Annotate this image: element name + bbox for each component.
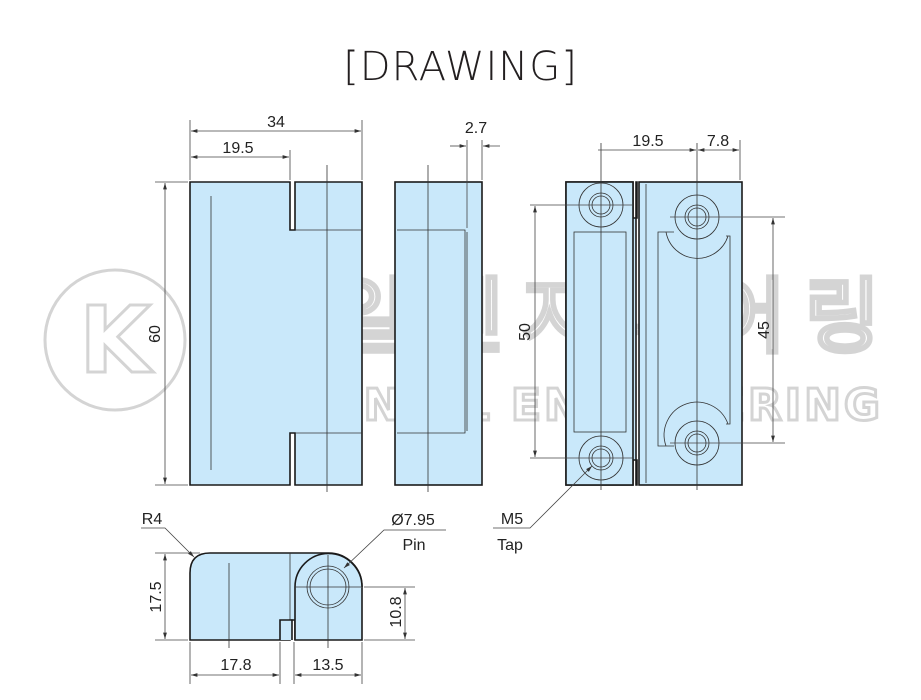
end-view: 17.5 10.8 17.8 13.5 R4 Ø7.95 Pin <box>141 511 446 684</box>
top-view: 19.5 7.8 50 45 M5 Tap <box>493 133 785 554</box>
dim-pin-height: 10.8 <box>388 596 405 627</box>
dim-bottom-left: 17.8 <box>220 657 251 674</box>
dim-bottom-right: 13.5 <box>312 657 343 674</box>
dim-side-thickness: 2.7 <box>465 120 487 137</box>
pin-label: Pin <box>402 537 425 554</box>
tap-size: M5 <box>501 511 523 528</box>
drawing-title: [DRAWING] <box>343 44 578 90</box>
side-view: 2.7 <box>394 120 500 492</box>
dim-bottom-height: 17.5 <box>148 581 165 612</box>
dim-front-notch: 19.5 <box>222 140 253 157</box>
tap-label: Tap <box>497 537 523 554</box>
dim-left-hole-pitch: 50 <box>517 323 534 341</box>
dim-front-width: 34 <box>267 114 285 131</box>
dim-right-hole-pitch: 45 <box>756 321 773 339</box>
pin-diameter: Ø7.95 <box>391 512 435 529</box>
svg-text:K: K <box>79 287 154 394</box>
front-view: 34 19.5 60 <box>147 114 363 492</box>
dim-right-offset: 19.5 <box>632 133 663 150</box>
dim-right-offset2: 7.8 <box>707 133 729 150</box>
radius-label: R4 <box>142 511 163 528</box>
dim-front-height: 60 <box>147 325 164 343</box>
